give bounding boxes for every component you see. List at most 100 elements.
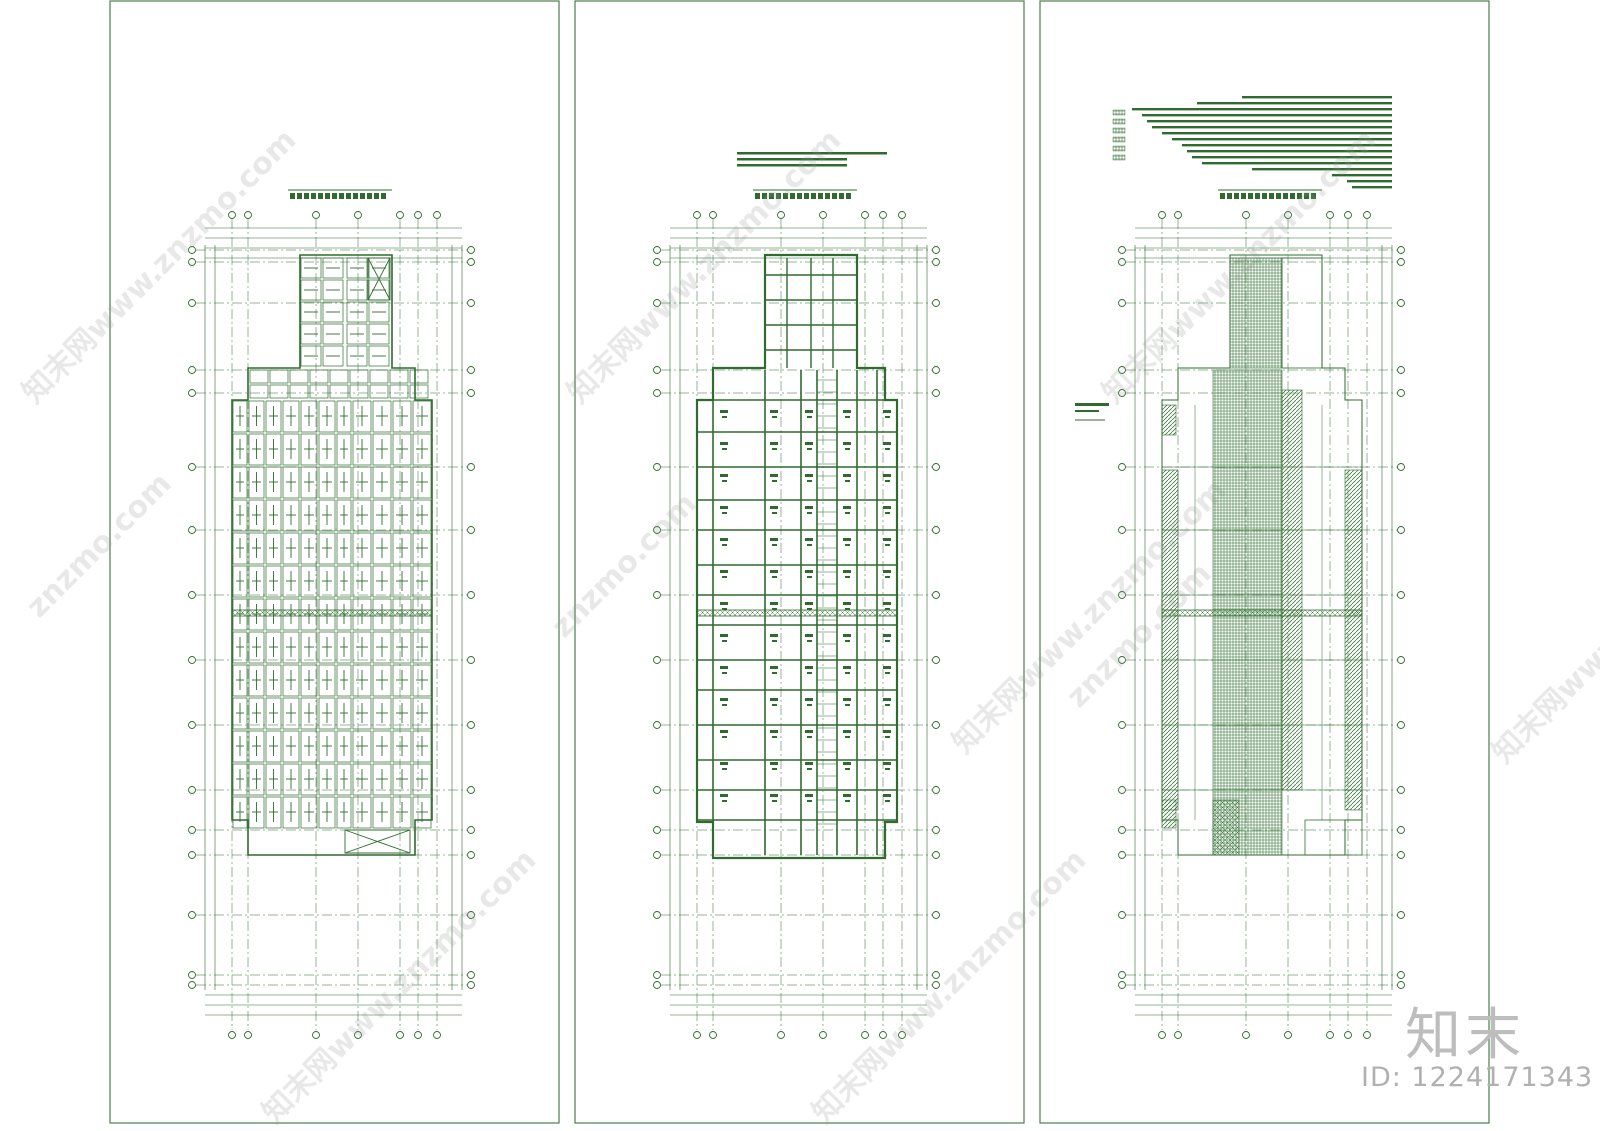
beam-annotation xyxy=(883,794,891,797)
slab-panel xyxy=(282,565,300,598)
slab-panel xyxy=(300,301,322,323)
grid-bubble xyxy=(653,463,661,471)
slab-panel xyxy=(318,433,336,466)
beam-annotation xyxy=(843,410,851,413)
slab-panel xyxy=(248,565,265,598)
grid-bubble xyxy=(1284,1031,1292,1039)
slab-panel xyxy=(282,532,300,565)
grid-bubble xyxy=(1118,911,1126,919)
grid-bubble xyxy=(709,1031,717,1039)
grid-bubble xyxy=(467,591,475,599)
beam-annotation xyxy=(883,538,891,541)
slab-panel xyxy=(352,697,372,730)
grid-bubble xyxy=(879,211,887,219)
room-outline xyxy=(1304,819,1363,856)
slab-panel xyxy=(265,400,282,433)
grid-bubble xyxy=(777,211,785,219)
beam-annotation xyxy=(807,736,812,738)
slab-panel xyxy=(329,369,349,384)
grid-bubble xyxy=(1397,656,1405,664)
beam-annotation xyxy=(807,576,812,578)
grid-bubble xyxy=(467,786,475,794)
note-line xyxy=(1242,96,1392,99)
beam-annotation xyxy=(770,730,778,733)
grid-bubble xyxy=(653,591,661,599)
slab-panel xyxy=(352,499,372,532)
beam-annotation xyxy=(843,602,851,605)
grid-bubble xyxy=(898,1031,906,1039)
note-line xyxy=(1182,144,1392,147)
slab-panel xyxy=(409,384,429,399)
beam-annotation xyxy=(722,480,727,482)
grid-bubble xyxy=(188,721,196,729)
legend-swatch xyxy=(1112,145,1126,152)
slab-panel xyxy=(282,433,300,466)
slab-panel xyxy=(282,763,300,796)
beam-annotation xyxy=(770,794,778,797)
grid-bubble xyxy=(414,211,422,219)
grid-bubble xyxy=(932,463,940,471)
beam-annotation xyxy=(772,448,777,450)
slab-panel xyxy=(232,664,248,697)
grid-bubble xyxy=(1118,246,1126,254)
title-glyph xyxy=(832,193,837,199)
slab-panel xyxy=(412,400,432,433)
grid-bubble xyxy=(653,526,661,534)
slab-panel xyxy=(232,532,248,565)
slab-panel xyxy=(346,279,368,301)
slab-panel xyxy=(409,369,429,384)
grid-bubble xyxy=(1118,389,1126,397)
grid-bubble xyxy=(1242,1031,1250,1039)
slab-panel xyxy=(289,384,309,399)
title-glyph xyxy=(318,193,323,199)
grid-bubble xyxy=(1363,211,1371,219)
grid-bubble xyxy=(932,366,940,374)
slab-panel xyxy=(248,796,265,829)
title-glyph xyxy=(783,193,788,199)
title-glyph xyxy=(1297,193,1302,199)
slab-panel xyxy=(232,565,248,598)
title-glyph xyxy=(374,193,379,199)
hatched-zone xyxy=(1212,799,1240,856)
grid-bubble xyxy=(932,656,940,664)
beam-annotation xyxy=(770,506,778,509)
grid-bubble xyxy=(1397,826,1405,834)
beam-annotation xyxy=(843,506,851,509)
slab-panel xyxy=(318,796,336,829)
slab-panel xyxy=(232,697,248,730)
slab-panel xyxy=(372,400,392,433)
beam-annotation xyxy=(805,442,813,445)
grid-bubble xyxy=(396,211,404,219)
beam-annotation xyxy=(805,730,813,733)
beam-annotation xyxy=(720,442,728,445)
title-glyph xyxy=(1269,193,1274,199)
slab-panel xyxy=(265,631,282,664)
slab-panel xyxy=(282,796,300,829)
slab-panel xyxy=(346,345,368,367)
grid-bubble xyxy=(414,1031,422,1039)
title-glyph xyxy=(769,193,774,199)
beam-annotation xyxy=(883,506,891,509)
grid-bubble xyxy=(653,971,661,979)
title-glyph xyxy=(762,193,767,199)
slab-panel xyxy=(265,763,282,796)
slab-panel xyxy=(412,631,432,664)
slab-panel xyxy=(248,400,265,433)
slab-panel xyxy=(248,466,265,499)
note-line xyxy=(1347,180,1392,183)
slab-panel xyxy=(232,730,248,763)
slab-panel xyxy=(300,345,322,367)
grid-bubble xyxy=(228,1031,236,1039)
grid-bubble xyxy=(1363,1031,1371,1039)
hatched-zone xyxy=(1229,257,1283,369)
slab-panel xyxy=(336,697,352,730)
slab-panel xyxy=(372,532,392,565)
grid-bubble xyxy=(188,851,196,859)
beam-annotation xyxy=(722,576,727,578)
beam-annotation xyxy=(772,800,777,802)
slab-panel xyxy=(300,433,318,466)
slab-panel xyxy=(352,631,372,664)
title-glyph xyxy=(339,193,344,199)
expansion-joint xyxy=(231,609,433,617)
